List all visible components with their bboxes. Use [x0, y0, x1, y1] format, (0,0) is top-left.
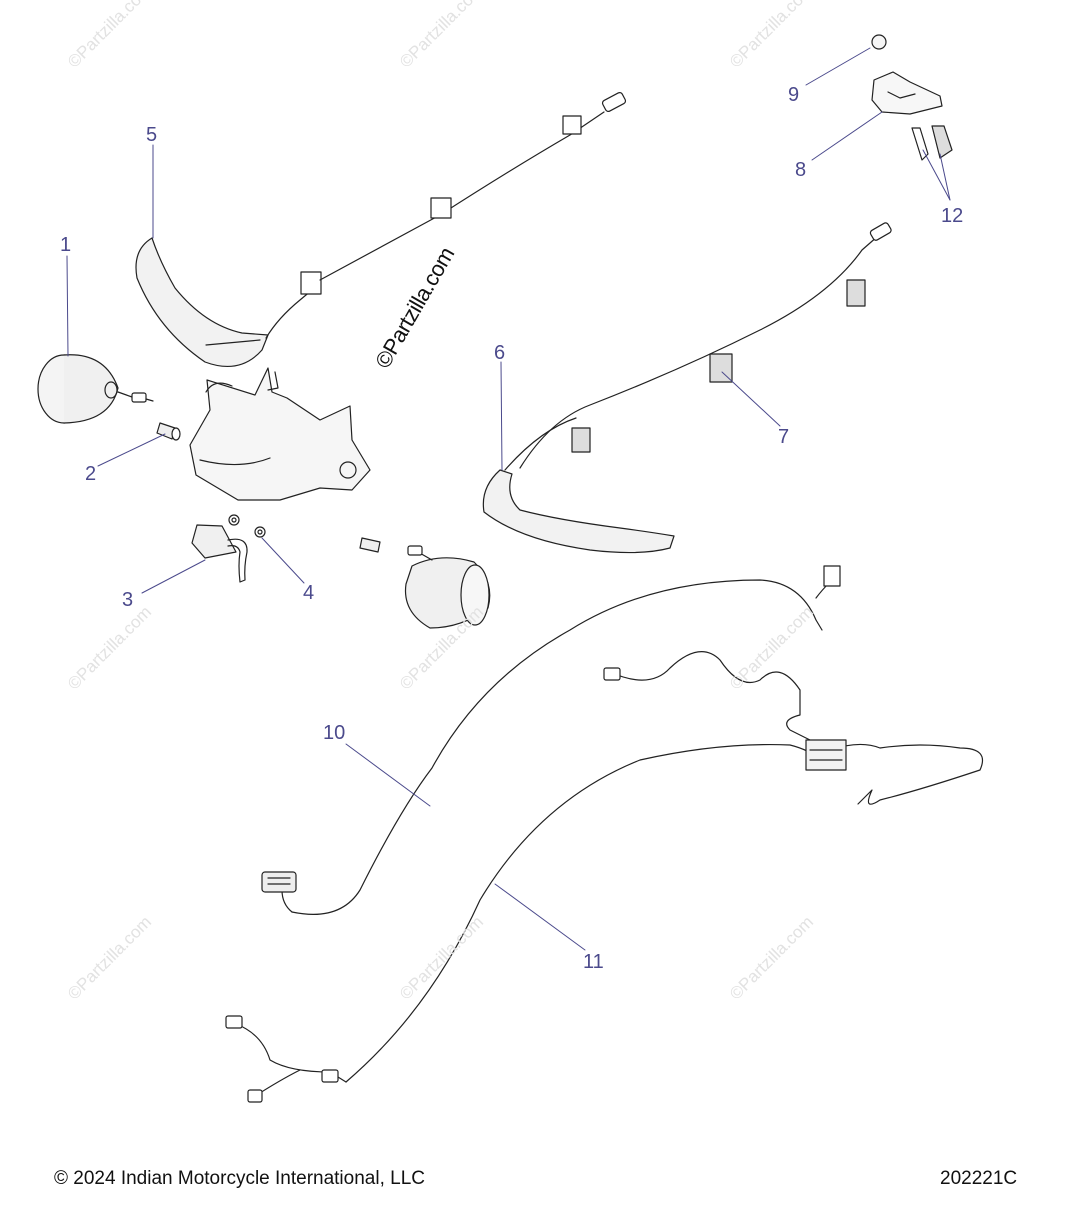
rear-bracket: [871, 34, 953, 161]
callout-1: 1: [60, 234, 72, 256]
nuts-4: [228, 514, 266, 538]
callout-11: 11: [583, 951, 604, 973]
right-harness: [519, 222, 892, 469]
callout-6: 6: [494, 342, 506, 364]
callout-7: 7: [778, 426, 790, 448]
mount-housing: [189, 367, 371, 501]
left-light-bar: [135, 91, 627, 368]
callout-12: 12: [941, 205, 964, 227]
bolt-2: [156, 422, 181, 441]
leader-lines: [66, 47, 951, 951]
callout-2: 2: [85, 463, 97, 485]
diagram-id: 202221C: [940, 1168, 1018, 1189]
callout-5: 5: [146, 124, 158, 146]
left-lamp: [37, 354, 154, 424]
right-light-bar: [482, 417, 675, 554]
right-lamp: [359, 537, 491, 629]
harness-11: [225, 651, 984, 1103]
harness-10: [261, 565, 841, 915]
copyright-text: © 2024 Indian Motorcycle International, …: [54, 1168, 425, 1189]
plate-lamp: [191, 524, 248, 583]
callout-9: 9: [788, 84, 800, 106]
callout-8: 8: [795, 159, 807, 181]
callout-3: 3: [122, 589, 134, 611]
callout-4: 4: [303, 582, 315, 604]
callout-10: 10: [323, 722, 346, 744]
